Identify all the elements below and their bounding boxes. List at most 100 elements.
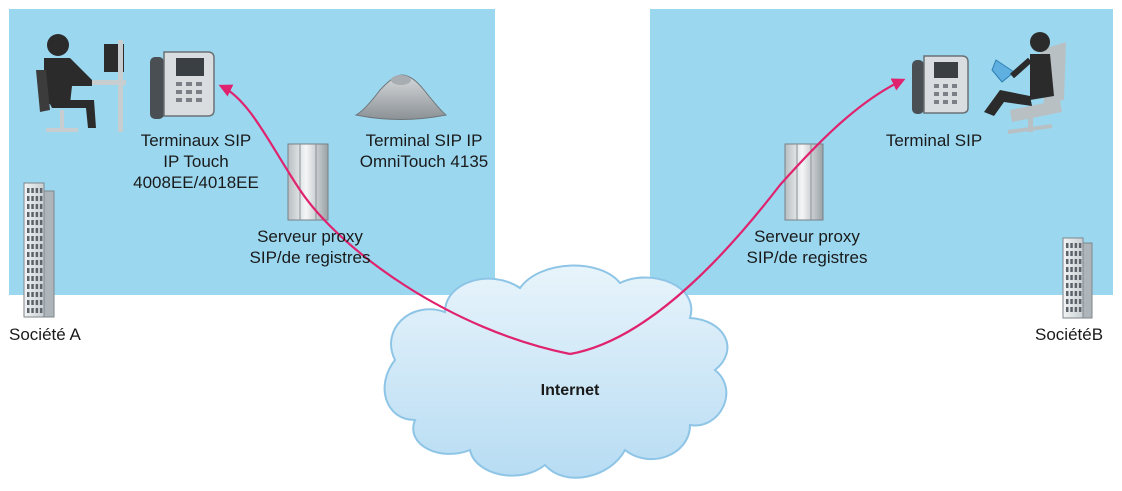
building-window — [1074, 243, 1078, 248]
proxy-server-a-label-line-1: Serveur proxy — [257, 227, 363, 246]
building-window — [27, 220, 30, 225]
building-window — [1078, 275, 1082, 280]
internet-cloud — [383, 264, 729, 479]
building-window — [31, 268, 34, 273]
building-window — [31, 308, 34, 313]
building-window — [39, 284, 43, 289]
building-window — [27, 276, 30, 281]
building-window — [35, 196, 39, 201]
internet-label: Internet — [540, 382, 600, 399]
building-window — [35, 188, 39, 193]
building-window — [1066, 243, 1069, 248]
call-path-to-company-a — [218, 84, 571, 356]
building-window — [1074, 283, 1078, 288]
building-window — [39, 212, 43, 217]
building-window — [1066, 251, 1069, 256]
building-window — [27, 212, 30, 217]
company-b-label: SociétéB — [1035, 325, 1104, 344]
building-window — [1070, 283, 1073, 288]
sip-phone-b-label: Terminal SIP — [885, 131, 983, 150]
building-window — [27, 196, 30, 201]
building-window — [1078, 243, 1082, 248]
building-window — [27, 236, 30, 241]
building-window — [35, 228, 39, 233]
company-a-zone — [9, 9, 495, 295]
proxy-server-a-label: Serveur proxy SIP/de registres — [250, 226, 371, 268]
building-window — [1078, 307, 1082, 312]
building-window — [27, 252, 30, 257]
building-window — [39, 188, 43, 193]
building-window — [31, 188, 34, 193]
conference-phone-label-line-1: Terminal SIP IP — [365, 131, 483, 150]
building-window — [1078, 251, 1082, 256]
building-window — [1074, 275, 1078, 280]
building-window — [35, 276, 39, 281]
building-window — [27, 228, 30, 233]
building-window — [1070, 267, 1073, 272]
company-a-label: Société A — [9, 325, 81, 344]
building-window — [1078, 283, 1082, 288]
building-window — [31, 220, 34, 225]
sip-phones-label-line-1: Terminaux SIP — [140, 131, 252, 150]
building-window — [39, 228, 43, 233]
building-window — [39, 268, 43, 273]
building-window — [27, 300, 30, 305]
building-window — [31, 252, 34, 257]
building-window — [1066, 259, 1069, 264]
proxy-server-a-label-line-2: SIP/de registres — [249, 248, 371, 267]
building-window — [35, 260, 39, 265]
building-window — [39, 300, 43, 305]
building-window — [35, 212, 39, 217]
building-window — [31, 300, 34, 305]
building-window — [27, 268, 30, 273]
conference-phone-label-line-2: OmniTouch 4135 — [359, 152, 489, 171]
sip-phones-label-line-2: IP Touch — [163, 152, 229, 171]
building-window — [1074, 251, 1078, 256]
building-window — [35, 292, 39, 297]
ip-touch-phone-icon — [150, 51, 215, 119]
building-window — [1066, 275, 1069, 280]
building-window — [39, 252, 43, 257]
building-window — [39, 220, 43, 225]
building-window — [27, 308, 30, 313]
building-window — [1066, 267, 1069, 272]
building-window — [35, 220, 39, 225]
building-window — [31, 260, 34, 265]
building-window — [31, 228, 34, 233]
building-window — [1070, 291, 1073, 296]
building-window — [39, 260, 43, 265]
proxy-server-b-icon — [784, 143, 824, 221]
building-window — [39, 196, 43, 201]
building-window — [27, 188, 30, 193]
building-window — [31, 196, 34, 201]
building-window — [27, 244, 30, 249]
building-window — [35, 252, 39, 257]
conference-phone-icon — [354, 74, 448, 120]
building-window — [35, 308, 39, 313]
building-window — [31, 236, 34, 241]
building-window — [1070, 307, 1073, 312]
building-window — [1070, 299, 1073, 304]
building-window — [35, 300, 39, 305]
building-window — [35, 268, 39, 273]
building-window — [1070, 251, 1073, 256]
building-window — [27, 260, 30, 265]
building-window — [39, 204, 43, 209]
building-window — [35, 236, 39, 241]
building-b-icon — [1062, 237, 1093, 319]
proxy-server-b-label-line-1: Serveur proxy — [754, 227, 860, 246]
user-with-laptop-icon — [984, 32, 1066, 134]
building-window — [1074, 259, 1078, 264]
proxy-server-b-label: Serveur proxy SIP/de registres — [747, 226, 868, 268]
building-window — [39, 244, 43, 249]
building-window — [35, 204, 39, 209]
building-window — [31, 212, 34, 217]
building-window — [1066, 283, 1069, 288]
building-window — [1074, 299, 1078, 304]
building-window — [39, 292, 43, 297]
building-window — [39, 236, 43, 241]
building-window — [35, 244, 39, 249]
building-window — [39, 308, 43, 313]
building-window — [31, 284, 34, 289]
